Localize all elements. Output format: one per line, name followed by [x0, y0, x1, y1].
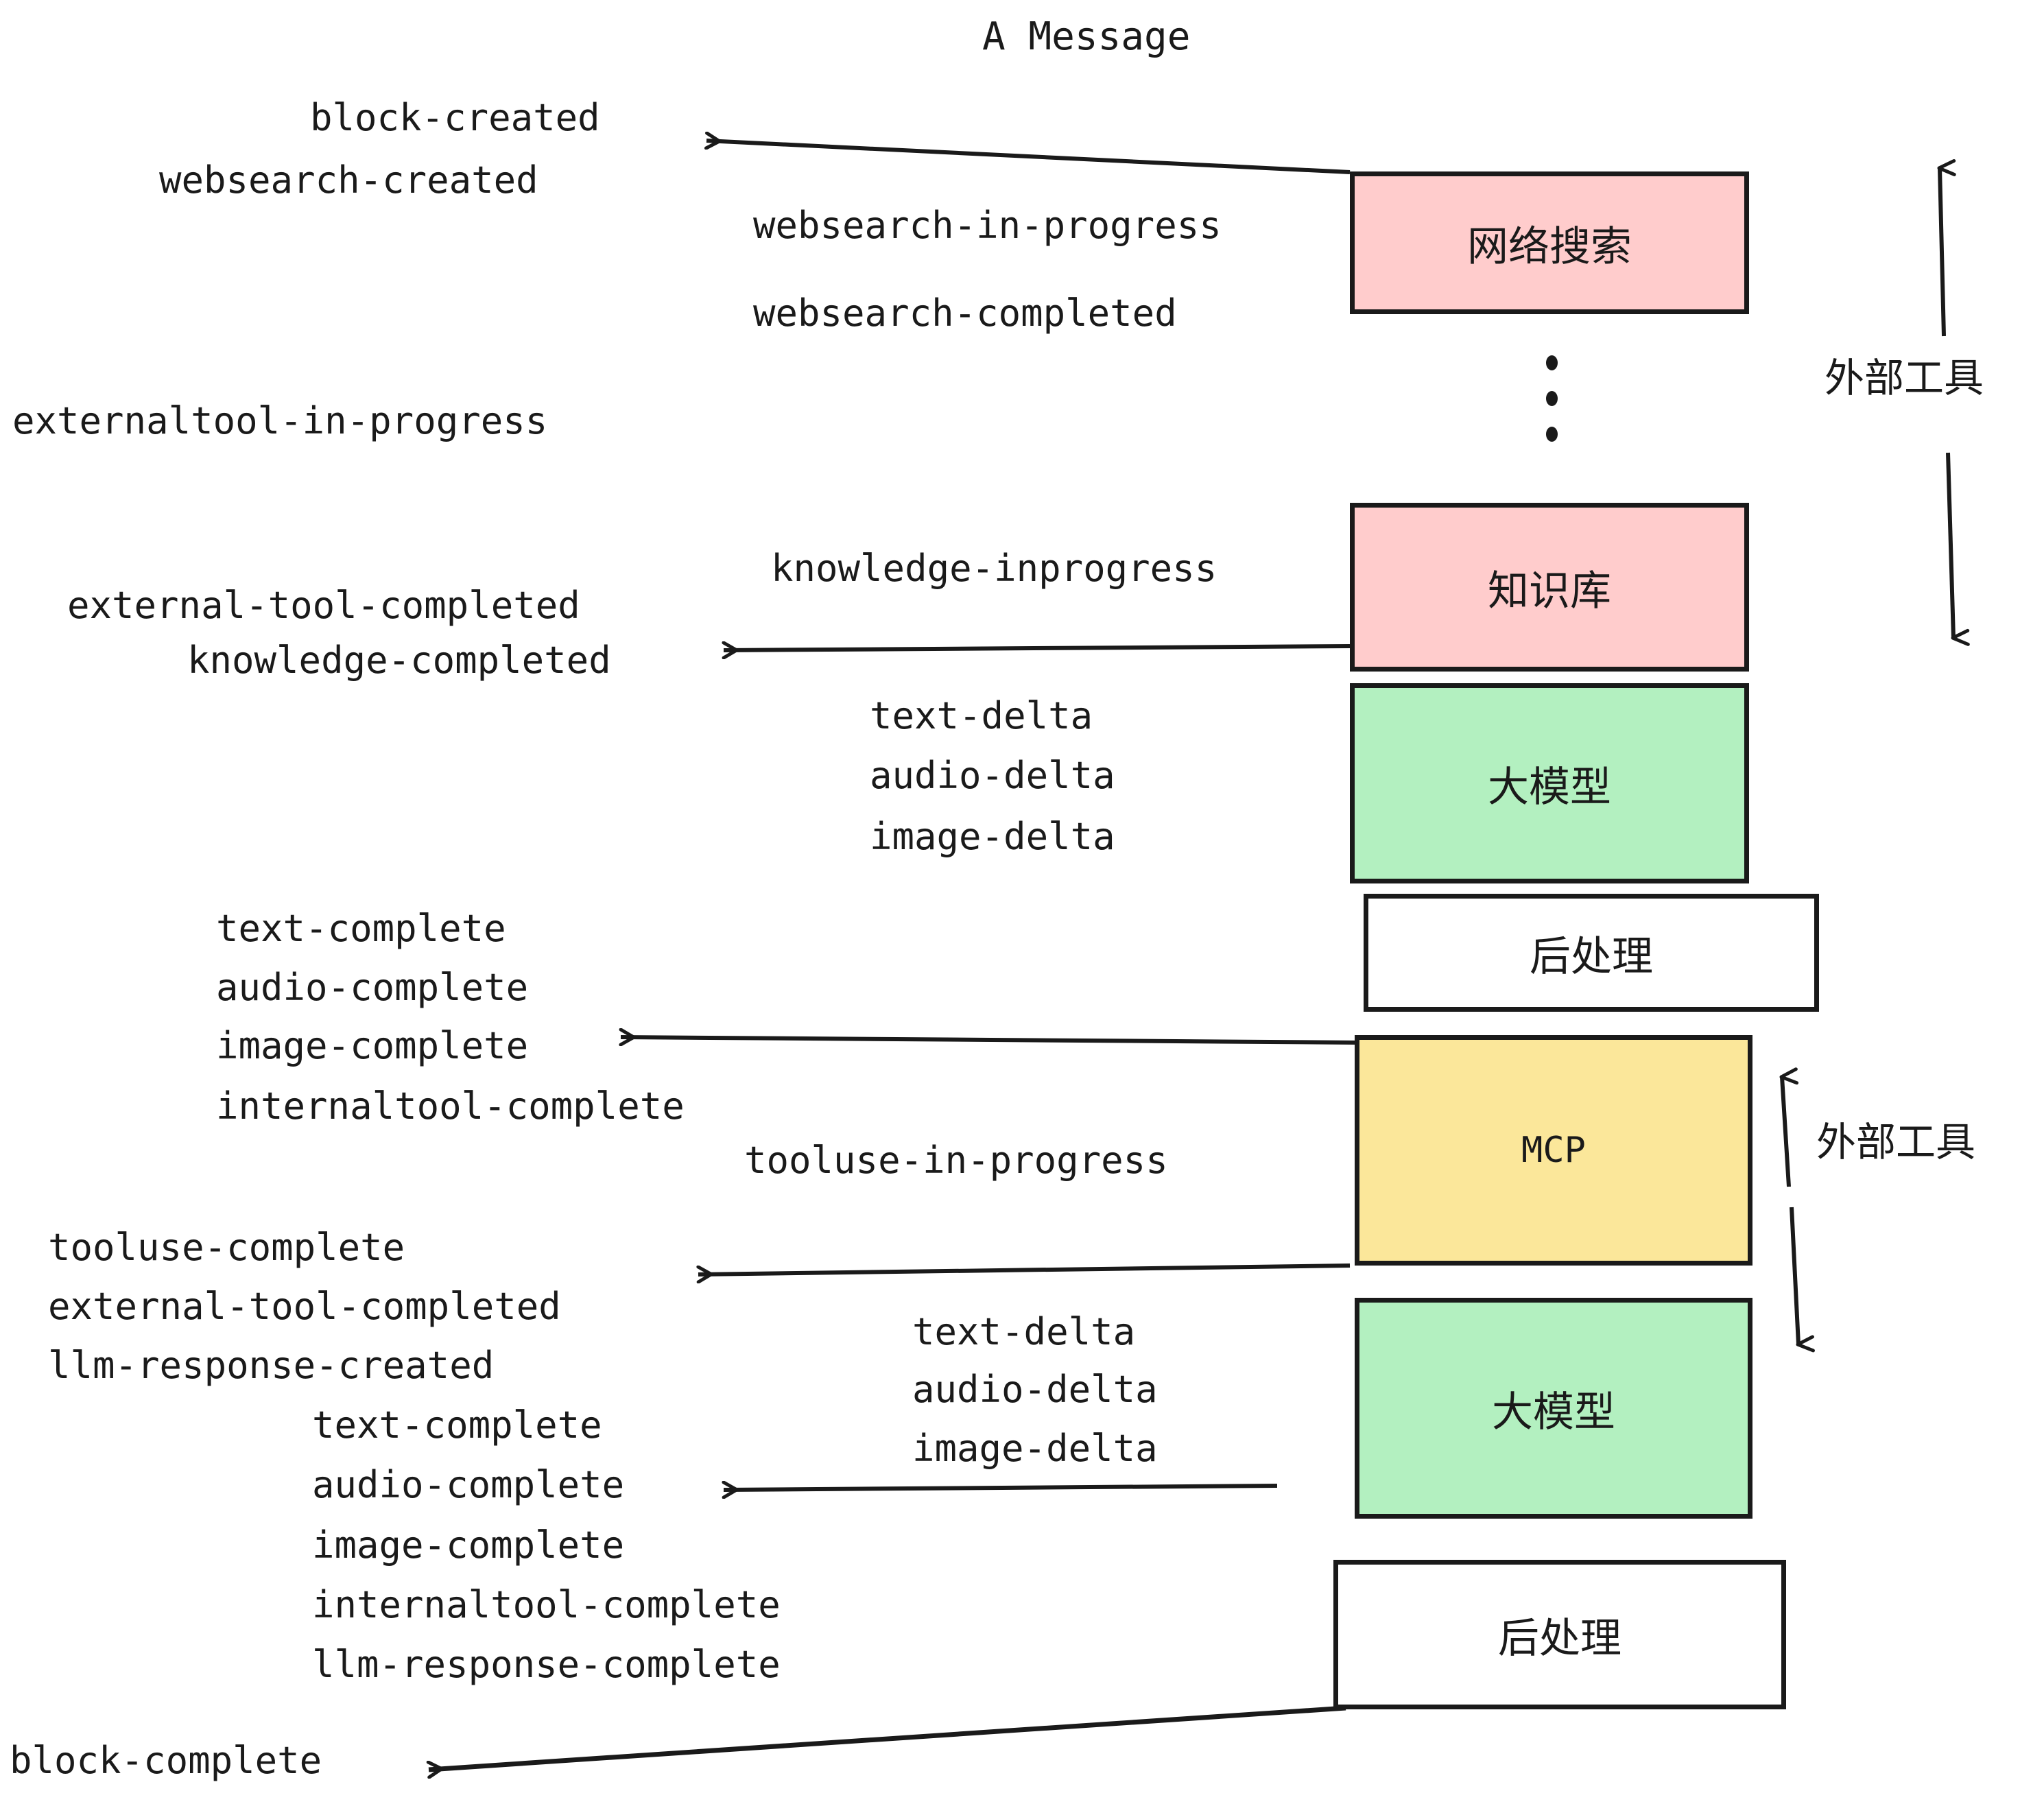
event-websearch-created: websearch-created: [159, 158, 538, 202]
box-websearch: 网络搜索: [1350, 171, 1749, 314]
event-audio-delta-2: audio-delta: [912, 1368, 1158, 1411]
box-llm-lower: 大模型: [1355, 1298, 1752, 1519]
event-text-complete-1: text-complete: [216, 907, 506, 950]
event-knowledge-completed: knowledge-completed: [187, 639, 611, 682]
arrow-knowledge-to-knowledge-completed: [724, 646, 1351, 650]
arrow-postprocess-upper-to-image-complete: [621, 1037, 1362, 1043]
event-audio-delta-1: audio-delta: [870, 754, 1115, 797]
event-image-complete-2: image-complete: [312, 1523, 625, 1567]
box-mcp: MCP: [1355, 1035, 1752, 1266]
box-mcp-label: MCP: [1521, 1130, 1586, 1171]
arrow-postprocess-lower-to-block-complete: [429, 1705, 1346, 1770]
box-knowledge-label: 知识库: [1488, 567, 1611, 615]
event-websearch-in-progress: websearch-in-progress: [753, 204, 1222, 247]
event-llm-response-created: llm-response-created: [48, 1344, 495, 1387]
page-title: A Message: [982, 14, 1191, 59]
event-image-delta-1: image-delta: [870, 815, 1115, 858]
event-websearch-completed: websearch-completed: [753, 292, 1177, 335]
box-postprocess-lower: 后处理: [1333, 1560, 1786, 1709]
external-tool-range-lower-icon: [1779, 1067, 1815, 1353]
event-block-created: block-created: [310, 96, 600, 139]
event-external-tool-completed-1: external-tool-completed: [67, 584, 580, 627]
event-llm-response-complete: llm-response-complete: [312, 1643, 781, 1686]
box-llm-lower-label: 大模型: [1492, 1388, 1615, 1436]
event-external-tool-completed-2: external-tool-completed: [48, 1285, 561, 1328]
event-audio-complete-1: audio-complete: [216, 966, 529, 1009]
arrow-mcp-to-tooluse-complete: [698, 1263, 1351, 1274]
box-postprocess-upper-label: 后处理: [1530, 932, 1653, 981]
box-knowledge: 知识库: [1350, 503, 1749, 672]
arrow-llm-lower-to-audio-complete: [724, 1486, 1278, 1490]
event-text-complete-2: text-complete: [312, 1403, 602, 1447]
event-audio-complete-2: audio-complete: [312, 1463, 625, 1506]
event-internaltool-complete-1: internaltool-complete: [216, 1084, 685, 1128]
box-websearch-label: 网络搜索: [1467, 222, 1632, 271]
event-tooluse-in-progress: tooluse-in-progress: [744, 1139, 1168, 1182]
event-image-complete-1: image-complete: [216, 1024, 529, 1067]
box-postprocess-lower-label: 后处理: [1498, 1614, 1621, 1663]
label-external-tool-upper: 外部工具: [1825, 355, 1984, 401]
event-knowledge-inprogress: knowledge-inprogress: [771, 547, 1217, 590]
arrow-websearch-to-block-created: [706, 141, 1351, 174]
external-tool-range-upper-icon: [1937, 158, 1970, 646]
event-image-delta-2: image-delta: [912, 1427, 1158, 1470]
event-block-complete: block-complete: [10, 1739, 322, 1782]
event-text-delta-2: text-delta: [912, 1310, 1136, 1353]
event-tooluse-complete: tooluse-complete: [48, 1226, 405, 1269]
box-llm-upper-label: 大模型: [1488, 763, 1611, 811]
box-llm-upper: 大模型: [1350, 683, 1749, 883]
label-external-tool-lower: 外部工具: [1816, 1119, 1976, 1165]
vertical-ellipsis-icon: [1546, 355, 1558, 442]
event-externaltool-in-progress: externaltool-in-progress: [12, 399, 548, 442]
event-text-delta-1: text-delta: [870, 694, 1093, 737]
box-postprocess-upper: 后处理: [1364, 894, 1819, 1012]
event-internaltool-complete-2: internaltool-complete: [312, 1583, 781, 1626]
